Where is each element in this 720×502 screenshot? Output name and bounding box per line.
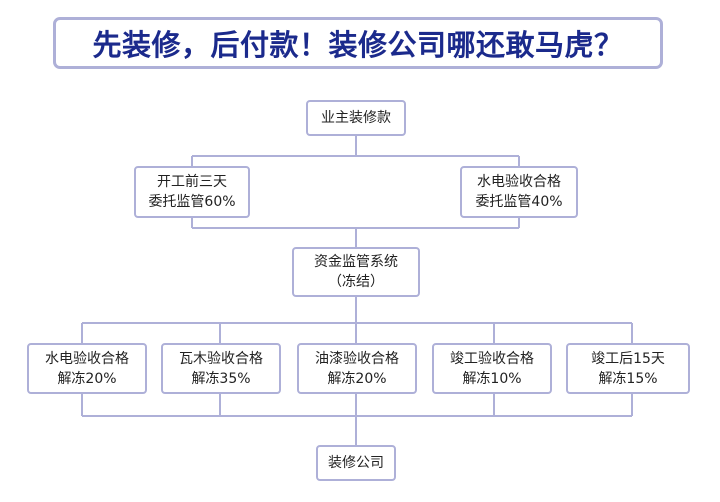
node-release-paint-line1: 油漆验收合格 bbox=[315, 350, 399, 367]
node-release-paint: 油漆验收合格 解冻20% bbox=[297, 343, 417, 394]
node-fund-system-line2: （冻结） bbox=[328, 274, 384, 290]
node-release-15days-line1: 竣工后15天 bbox=[591, 350, 665, 367]
node-supervise-60-line1: 开工前三天 bbox=[157, 174, 227, 190]
node-release-tile-wood-line2: 解冻35% bbox=[191, 370, 251, 387]
node-owner-payment-label: 业主装修款 bbox=[321, 110, 391, 126]
node-release-15days-line2: 解冻15% bbox=[598, 370, 658, 387]
node-release-plumbing-line1: 水电验收合格 bbox=[45, 350, 129, 367]
node-release-15days: 竣工后15天 解冻15% bbox=[566, 343, 690, 394]
node-release-tile-wood-line1: 瓦木验收合格 bbox=[179, 350, 263, 367]
node-release-paint-line2: 解冻20% bbox=[327, 370, 387, 387]
node-company-label: 装修公司 bbox=[328, 455, 384, 471]
node-release-tile-wood: 瓦木验收合格 解冻35% bbox=[161, 343, 281, 394]
node-release-completion: 竣工验收合格 解冻10% bbox=[432, 343, 552, 394]
node-supervise-40-line1: 水电验收合格 bbox=[477, 174, 561, 190]
node-release-plumbing: 水电验收合格 解冻20% bbox=[27, 343, 147, 394]
node-owner-payment: 业主装修款 bbox=[306, 100, 406, 136]
node-company: 装修公司 bbox=[316, 445, 396, 481]
node-supervise-60: 开工前三天 委托监管60% bbox=[134, 166, 250, 218]
node-supervise-40-line2: 委托监管40% bbox=[475, 194, 563, 210]
page-title: 先装修，后付款！装修公司哪还敢马虎？ bbox=[92, 28, 624, 62]
node-release-completion-line1: 竣工验收合格 bbox=[450, 350, 534, 367]
node-release-plumbing-line2: 解冻20% bbox=[57, 370, 117, 387]
node-fund-system-line1: 资金监管系统 bbox=[314, 254, 398, 270]
node-supervise-60-line2: 委托监管60% bbox=[148, 194, 236, 210]
node-supervise-40: 水电验收合格 委托监管40% bbox=[460, 166, 578, 218]
node-release-completion-line2: 解冻10% bbox=[462, 370, 522, 387]
node-fund-system: 资金监管系统 （冻结） bbox=[292, 247, 420, 297]
title-banner: 先装修，后付款！装修公司哪还敢马虎？ bbox=[53, 17, 663, 69]
